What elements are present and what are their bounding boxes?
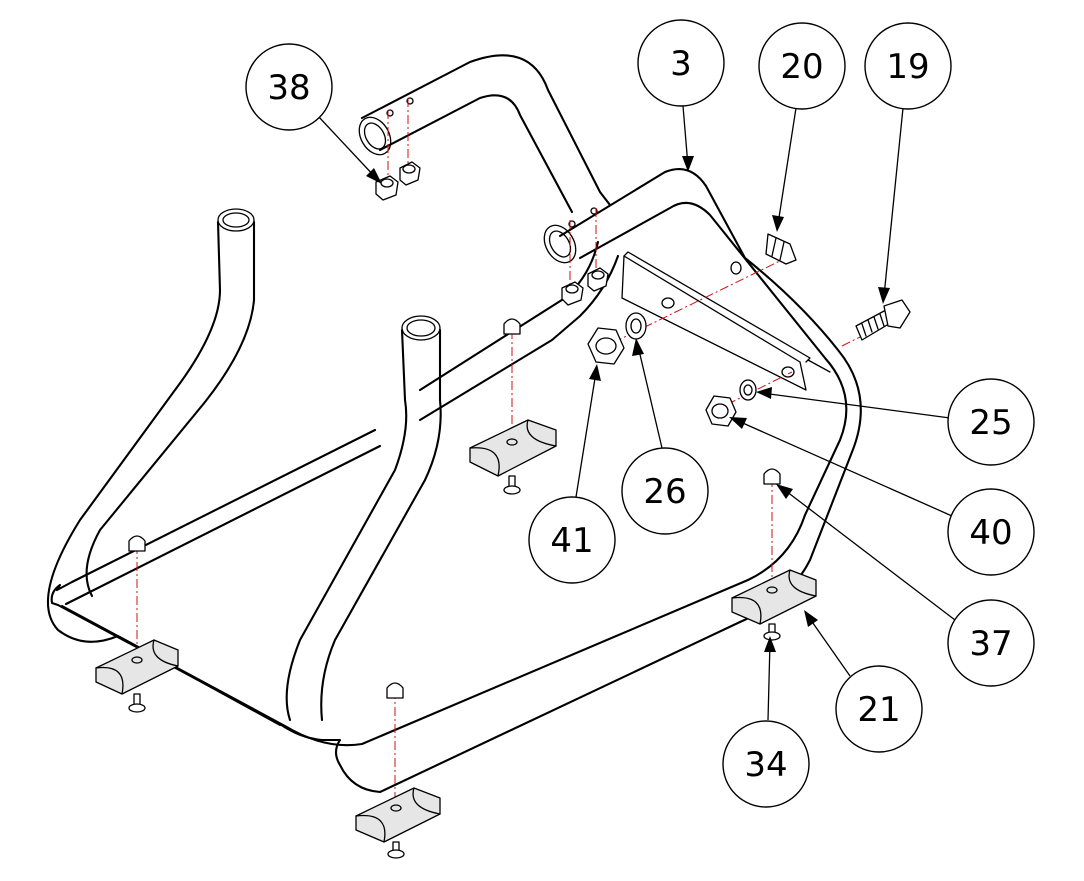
plug-20 bbox=[765, 233, 797, 265]
callout-21-label: 21 bbox=[857, 690, 900, 730]
callout-40-label: 40 bbox=[969, 513, 1012, 553]
callout-38-label: 38 bbox=[267, 68, 310, 108]
acorn-nut-38d bbox=[587, 267, 609, 292]
callout-20-label: 20 bbox=[780, 47, 823, 87]
callout-26: 26 bbox=[621, 338, 709, 535]
callout-34-label: 34 bbox=[744, 745, 787, 785]
callout-41: 41 bbox=[528, 364, 616, 584]
nut-40 bbox=[705, 395, 737, 427]
acorn-nut-38b bbox=[399, 161, 421, 186]
callout-25-label: 25 bbox=[969, 403, 1012, 443]
frame-part-3 bbox=[46, 54, 862, 794]
acorn-nut-37c bbox=[386, 682, 404, 699]
washer-25 bbox=[739, 379, 757, 401]
callout-19-label: 19 bbox=[886, 47, 929, 87]
acorn-nut-37-set bbox=[128, 318, 781, 699]
foot-21a bbox=[469, 419, 557, 495]
callout-3-label: 3 bbox=[670, 44, 692, 84]
nut-38-set bbox=[375, 161, 609, 306]
foot-21b bbox=[95, 639, 179, 713]
acorn-nut-38c bbox=[561, 281, 584, 306]
acorn-nut-37b bbox=[128, 535, 146, 552]
callouts: 38 3 20 19 25 2 bbox=[245, 19, 1035, 808]
callout-37-label: 37 bbox=[969, 624, 1012, 664]
washer-26 bbox=[625, 312, 647, 340]
callout-21: 21 bbox=[804, 610, 923, 753]
acorn-nut-38a bbox=[375, 175, 399, 201]
callout-19: 19 bbox=[864, 22, 952, 304]
callout-25: 25 bbox=[756, 378, 1035, 466]
callout-3: 3 bbox=[637, 19, 725, 172]
callout-40: 40 bbox=[729, 417, 1035, 576]
callout-41-label: 41 bbox=[550, 521, 593, 561]
foot-21c bbox=[355, 787, 441, 859]
nut-41 bbox=[587, 327, 625, 365]
callout-34: 34 bbox=[722, 636, 810, 808]
bolt-19 bbox=[855, 299, 911, 341]
acorn-nut-37d bbox=[763, 468, 781, 485]
foot-21d bbox=[731, 569, 817, 641]
callout-37: 37 bbox=[776, 484, 1035, 687]
acorn-nut-37a bbox=[503, 318, 521, 335]
callout-20: 20 bbox=[758, 22, 846, 232]
callout-26-label: 26 bbox=[643, 472, 686, 512]
callout-38: 38 bbox=[245, 43, 382, 184]
